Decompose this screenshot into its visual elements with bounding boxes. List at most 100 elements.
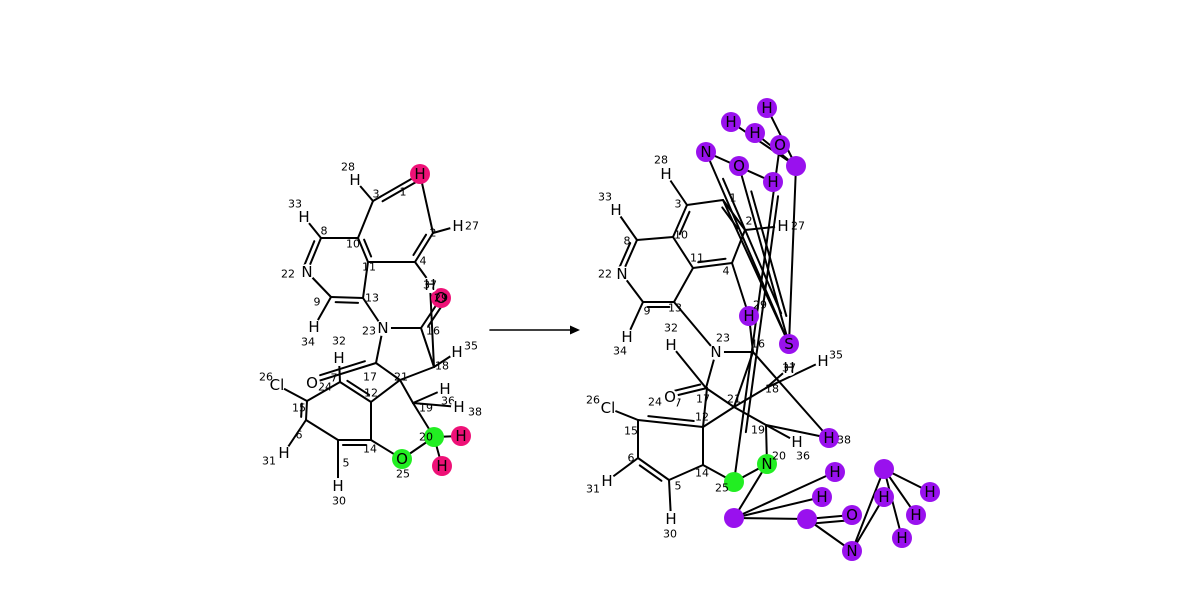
atom-index-label: 34	[613, 345, 627, 358]
atom-symbol: H	[308, 318, 319, 336]
product-atom-13: 13	[668, 302, 682, 315]
product-bond-55	[733, 496, 823, 519]
atom-label-backdrop	[663, 337, 679, 353]
reactant-bond-10	[362, 261, 369, 299]
atom-index-label: 8	[321, 225, 328, 238]
product-atom-25: 25	[715, 472, 744, 495]
atom-index-label: 19	[419, 402, 433, 415]
atom-highlight	[432, 456, 452, 476]
reactant-bond-15	[399, 366, 435, 381]
atom-symbol: O	[396, 450, 408, 468]
product-bond-49	[705, 151, 790, 345]
product-atom-15: 15	[624, 425, 638, 438]
product-atom-36: H36	[789, 433, 810, 463]
atom-index-label: 11	[362, 261, 376, 274]
atom-index-label: 24	[318, 381, 332, 394]
reactant-atom-21: 21	[394, 371, 408, 384]
atom-index-label: 28	[654, 154, 668, 167]
atom-symbol: H	[783, 359, 794, 377]
atom-index-label: 10	[346, 238, 360, 251]
reactant-atom-40: H	[432, 456, 452, 476]
product-atom-40: N	[696, 142, 716, 162]
reaction-arrow-head	[570, 325, 580, 335]
atom-symbol: O	[733, 157, 745, 175]
atom-symbol: H	[749, 124, 760, 142]
atom-highlight	[906, 505, 926, 525]
reactant-atom-6: 6	[296, 429, 303, 442]
product-atom-38: S	[779, 334, 799, 354]
product-bond-20	[765, 360, 824, 389]
atom-label-backdrop	[299, 264, 315, 280]
product-atom-45: H	[757, 98, 777, 118]
product-atom-56: H	[920, 482, 940, 502]
atom-index-label: 37	[423, 279, 437, 292]
reactant-bond-41	[429, 284, 435, 368]
product-atom-34: H34	[613, 328, 635, 358]
atom-label-backdrop	[663, 511, 679, 527]
product-atom-5: 5	[675, 480, 682, 493]
product-bond-31	[668, 464, 704, 481]
reactant-atom-9: 9	[314, 296, 321, 309]
atom-symbol: H	[424, 276, 435, 294]
product-bond-51	[788, 165, 797, 345]
product-atom-52: N	[842, 541, 862, 561]
atom-index-label: 29	[753, 299, 767, 312]
atom-highlight	[920, 482, 940, 502]
product-bond-19	[733, 406, 767, 426]
atom-index-label: 32	[664, 322, 678, 335]
reactant-bond-21	[306, 381, 341, 402]
atom-index-label: 3	[373, 188, 380, 201]
product-atom-53: H	[874, 487, 894, 507]
reactant-bond-0	[419, 173, 434, 234]
reactant-atom-20: 20	[419, 427, 444, 447]
product-bond-26	[702, 406, 735, 428]
product-bond-48-double	[750, 190, 788, 317]
reactant-atom-16: 16	[426, 325, 440, 338]
reactant-bond-19	[370, 379, 401, 403]
reactant-atom-25: O25	[392, 449, 412, 481]
reactant-atom-31: H31	[262, 444, 292, 468]
atom-symbol: N	[710, 343, 721, 361]
reactant-atom-18: 18	[435, 360, 449, 373]
atom-symbol: N	[846, 542, 857, 560]
reactant-bond-9-double	[334, 301, 360, 304]
reactant-atom-30: H30	[330, 477, 346, 508]
product-bond-25	[752, 351, 830, 439]
atom-highlight	[812, 487, 832, 507]
product-bond-36-double	[744, 195, 780, 434]
atom-index-label: 38	[468, 406, 482, 419]
atom-symbol: H	[878, 488, 889, 506]
atom-symbol: N	[700, 143, 711, 161]
atom-index-label: 37	[782, 362, 796, 375]
atom-symbol: H	[453, 398, 464, 416]
reactant-atom-13: 13	[365, 292, 379, 305]
product-bond-56	[733, 471, 836, 519]
atom-label-backdrop	[451, 399, 467, 415]
atom-index-label: 10	[674, 229, 688, 242]
atom-label-backdrop	[708, 344, 724, 360]
atom-highlight	[892, 528, 912, 548]
atom-highlight	[431, 288, 451, 308]
reactant-atom-11: 11	[362, 261, 376, 274]
reactant-bond-18-double	[319, 360, 366, 377]
product-atom-6: 6	[628, 452, 635, 465]
atom-label-backdrop	[330, 478, 346, 494]
product-atom-33: H33	[598, 191, 624, 219]
product-atom-7: 7	[675, 397, 682, 410]
atom-index-label: 26	[586, 394, 600, 407]
product-atom-47	[724, 508, 744, 528]
atom-symbol: H	[436, 457, 447, 475]
atom-symbol: H	[601, 472, 612, 490]
reactant-bond-23	[305, 419, 339, 441]
reactant-atom-4: 4	[420, 255, 427, 268]
reactant-bond-14	[420, 327, 435, 368]
reactant-atom-3: 3	[373, 188, 380, 201]
atom-symbol: H	[455, 427, 466, 445]
atom-index-label: 5	[675, 480, 682, 493]
atom-index-label: 22	[598, 268, 612, 281]
